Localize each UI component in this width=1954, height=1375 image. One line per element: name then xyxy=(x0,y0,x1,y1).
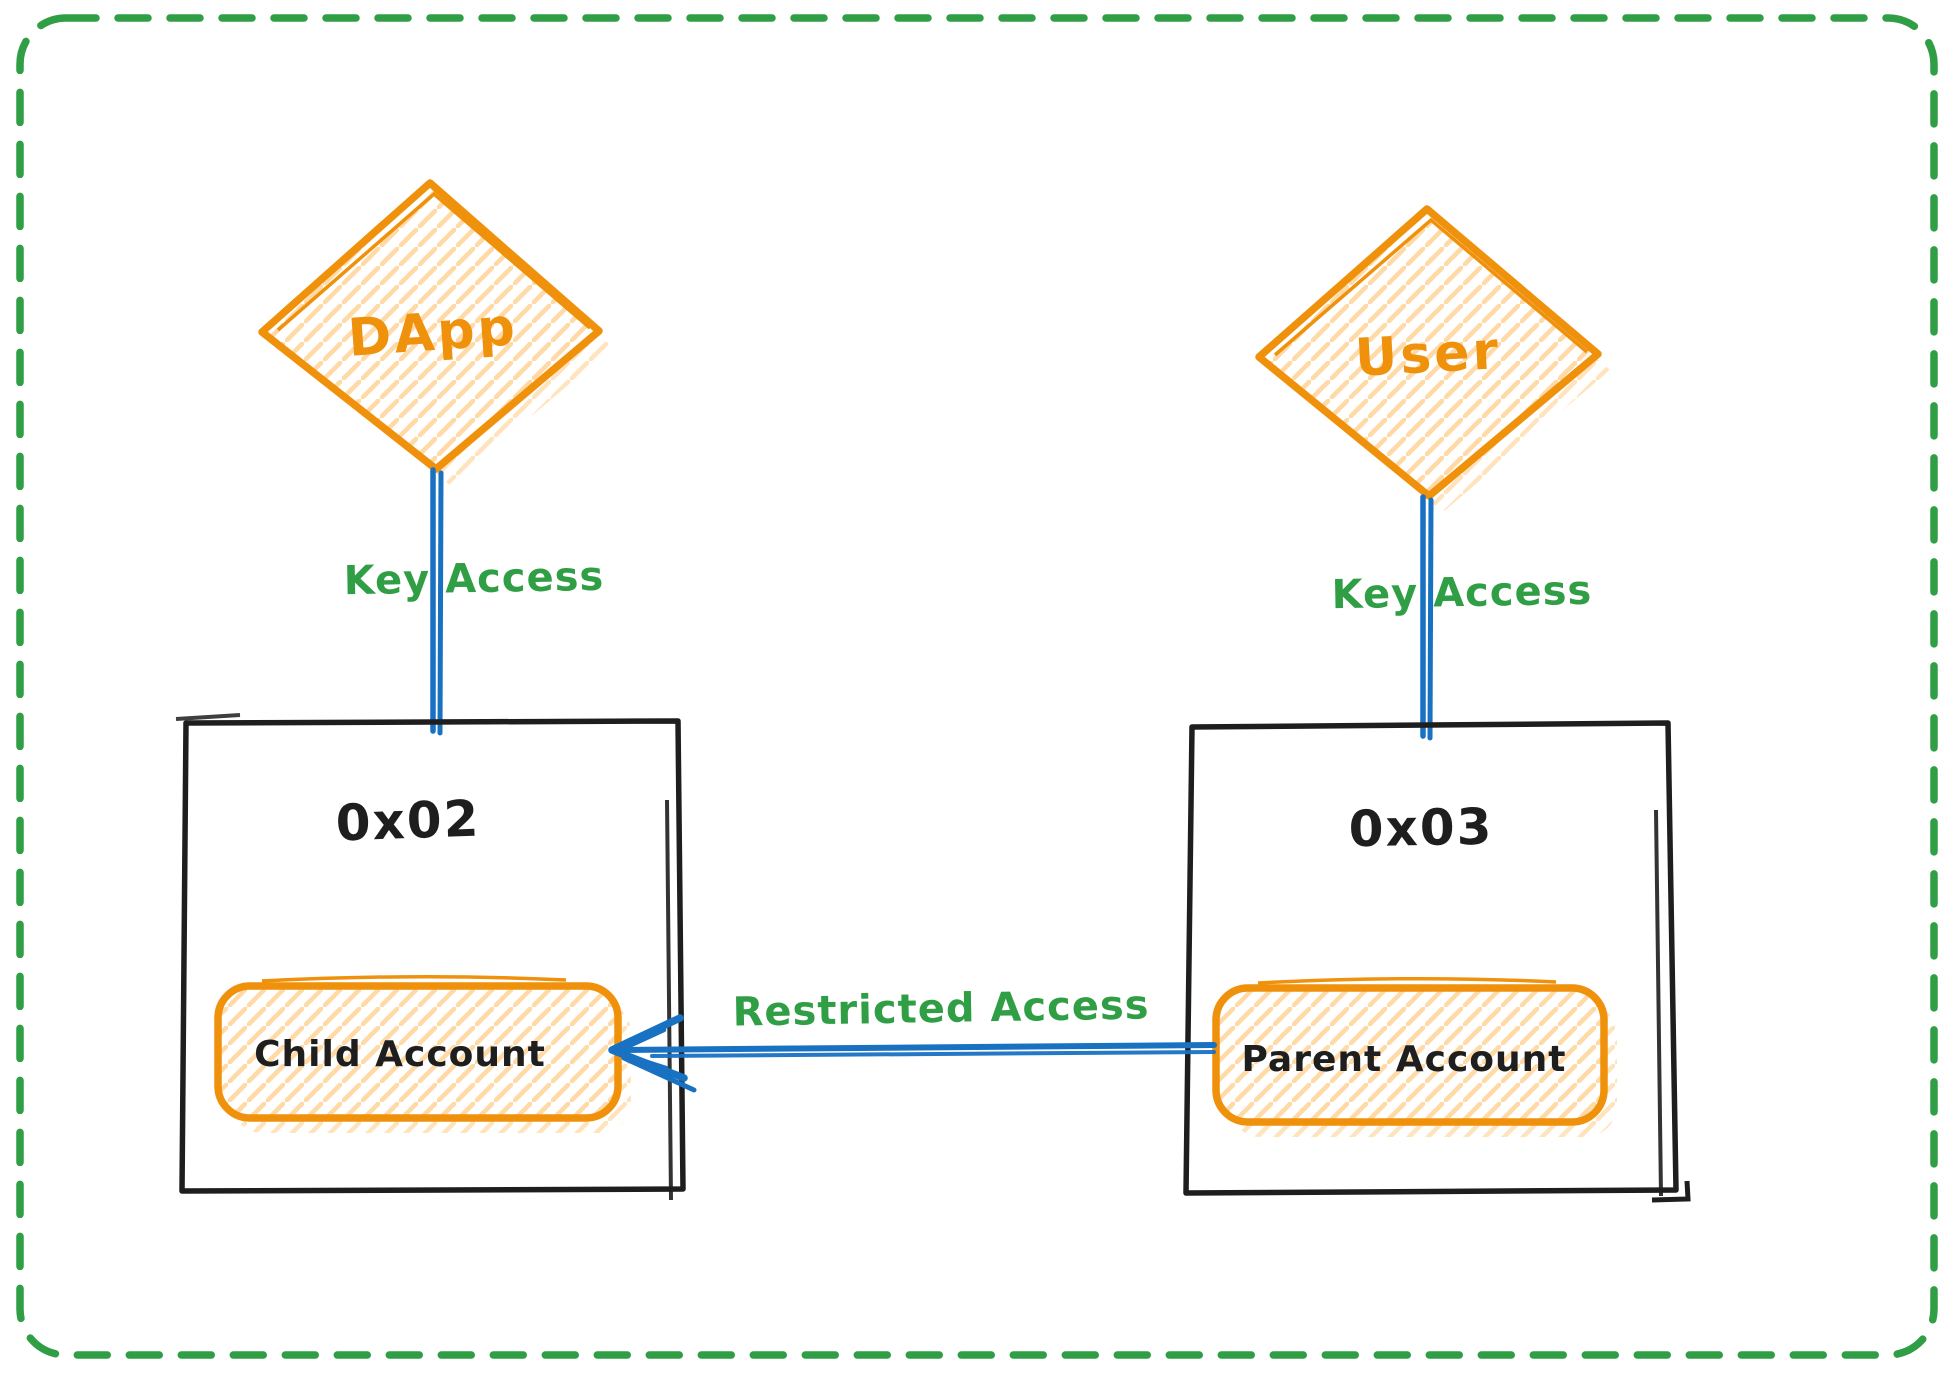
arrowhead-sketch-stroke xyxy=(609,1027,669,1071)
dashed-border xyxy=(16,14,1938,1359)
user-diamond-shape xyxy=(1255,205,1602,500)
child-wallet-outline xyxy=(179,718,686,1194)
child-account-label: Child Account xyxy=(254,1034,546,1075)
dapp-label: DApp xyxy=(346,297,520,369)
child-wallet-box: 0x02 Child Account xyxy=(175,713,686,1201)
restricted-access-arrow xyxy=(608,1014,1217,1093)
child-wallet-address: 0x02 xyxy=(335,789,482,852)
dapp-diamond-sketch-stroke xyxy=(276,191,592,332)
child-account-pill: Child Account xyxy=(214,974,631,1133)
dapp-key-access-connector xyxy=(430,467,444,736)
parent-wallet-sketch-stroke xyxy=(1654,809,1663,1197)
parent-wallet-outline xyxy=(1183,720,1679,1196)
parent-account-sketch-stroke xyxy=(1257,976,1557,985)
arrowhead-sketch-flick xyxy=(621,1055,697,1093)
parent-account-pill: Parent Account xyxy=(1212,976,1617,1137)
parent-wallet-box: 0x03 Parent Account xyxy=(1183,720,1691,1203)
parent-account-shape xyxy=(1212,984,1608,1126)
child-wallet-sketch-overshoot xyxy=(175,713,241,721)
dapp-diamond-shape xyxy=(258,179,603,473)
parent-wallet-address: 0x03 xyxy=(1348,798,1494,859)
parent-wallet-sketch-hook xyxy=(1651,1180,1691,1203)
arrowhead xyxy=(608,1014,688,1082)
user-diamond-sketch-stroke xyxy=(1273,217,1589,357)
parent-account-label: Parent Account xyxy=(1242,1039,1567,1080)
key-access-label-right: Key Access xyxy=(1331,568,1592,619)
dapp-diamond: DApp xyxy=(258,179,613,485)
restricted-access-label: Restricted Access xyxy=(732,982,1150,1035)
key-access-label-left: Key Access xyxy=(343,554,604,605)
child-wallet-sketch-stroke xyxy=(665,799,673,1201)
user-key-access-connector xyxy=(1420,494,1434,741)
child-account-sketch-stroke xyxy=(261,974,567,983)
user-label: User xyxy=(1353,321,1502,389)
user-diamond: User xyxy=(1255,205,1610,512)
